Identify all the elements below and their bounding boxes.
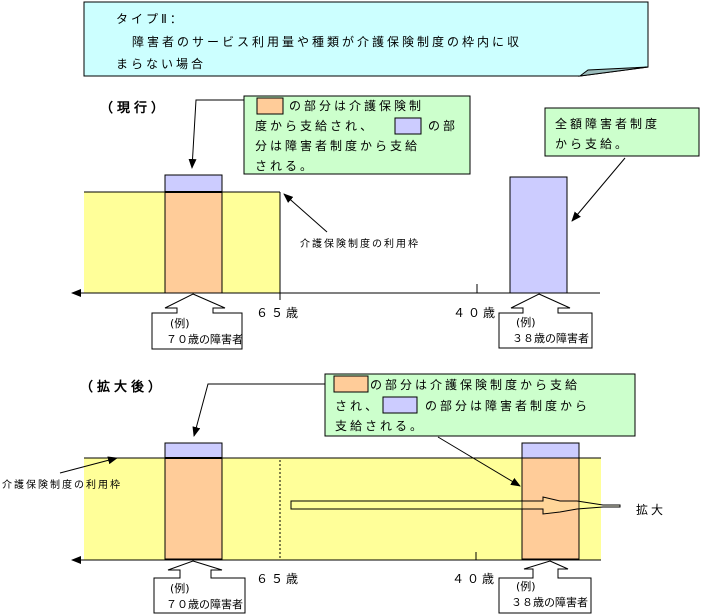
current-example-70-callout <box>151 293 243 350</box>
expanded-age-65-label: ６５歳 <box>256 572 301 586</box>
expanded-callout-line-3: 支給される。 <box>335 419 425 433</box>
title-box: タイプⅡ： 障害者のサービス利用量や種類が介護保険制度の枠内に収 まらない場合 <box>83 1 649 77</box>
current-full-callout-arrow <box>571 157 626 222</box>
expanded-callout-arrow-right <box>437 436 521 487</box>
current-example-38-line-2: ３８歳の障害者 <box>512 331 589 345</box>
current-example-38-callout <box>498 293 593 349</box>
expanded-callout-line-2b: の部分は障害者制度から <box>425 398 590 413</box>
current-example-38-line-1: (例) <box>516 315 536 329</box>
current-section: （現行） ６５歳 ４０歳 の部分は介護保険制 度から支給され、 の部 分は障害者… <box>71 95 700 350</box>
expanded-example-38-callout <box>498 560 592 614</box>
current-full-callout-line-2: から支給。 <box>555 137 630 151</box>
current-frame-label: 介護保険制度の利用枠 <box>300 237 420 250</box>
expanded-example-70-line-2: ７０歳の障害者 <box>166 597 243 611</box>
current-callout-line-1: の部分は介護保険制 <box>289 98 424 113</box>
expanded-age-40-label: ４０歳 <box>452 572 497 586</box>
current-70-care-part <box>164 191 223 294</box>
current-example-70-line-2: ７０歳の障害者 <box>166 332 243 346</box>
expanded-disability-swatch <box>382 396 418 414</box>
expanded-example-70-line-1: (例) <box>170 581 190 595</box>
expansion-arrow <box>290 496 621 515</box>
expanded-frame-label: 介護保険制度の利用枠 <box>2 478 122 491</box>
current-callout-arrow <box>188 99 244 169</box>
current-callout-line-3: 分は障害者制度から支給 <box>255 138 420 153</box>
expanded-70-care-part <box>164 457 223 560</box>
expanded-example-38-line-2: ３８歳の障害者 <box>511 595 588 609</box>
expanded-expand-label: 拡大 <box>636 503 666 517</box>
current-full-callout-box <box>544 107 700 157</box>
expanded-callout-line-2: され、 <box>335 399 380 413</box>
current-age-65-label: ６５歳 <box>256 306 301 320</box>
expanded-care-insurance-swatch <box>333 375 369 393</box>
expanded-callout-line-1: の部分は介護保険制度から支給 <box>370 377 580 392</box>
current-heading: （現行） <box>100 100 168 116</box>
current-70-disability-part <box>164 174 223 193</box>
current-callout-line-2b: の部 <box>428 118 458 133</box>
current-example-70-line-1: (例) <box>170 316 190 330</box>
title-line-3: まらない場合 <box>116 56 206 71</box>
current-callout-line-4: される。 <box>255 159 315 173</box>
expanded-70-disability-part <box>164 442 223 459</box>
expanded-38-disability-part <box>521 442 580 459</box>
expanded-section: （拡大後） 拡大 ６５歳 ４０歳 の部分は介護保険制度から支給 され、 の部分は… <box>2 373 666 614</box>
expanded-callout-arrow-left <box>192 383 325 437</box>
current-frame-label-arrow <box>283 193 328 233</box>
expanded-callout-box <box>324 373 636 437</box>
title-box-fold <box>578 66 649 77</box>
expanded-heading: （拡大後） <box>80 379 165 395</box>
current-callout-line-2: 度から支給され、 <box>255 118 375 133</box>
current-full-callout-line-1: 全額障害者制度 <box>555 116 660 131</box>
current-38-disability-bar <box>509 176 568 294</box>
expanded-example-38-line-1: (例) <box>516 579 536 593</box>
title-line-1: タイプⅡ： <box>116 12 185 26</box>
expanded-frame-label-arrow <box>59 456 118 474</box>
care-insurance-swatch <box>256 97 284 115</box>
disability-swatch <box>394 117 422 135</box>
current-age-40-label: ４０歳 <box>453 306 498 320</box>
title-line-2: 障害者のサービス利用量や種類が介護保険制度の枠内に収 <box>132 34 522 49</box>
expanded-example-70-callout <box>153 560 246 614</box>
